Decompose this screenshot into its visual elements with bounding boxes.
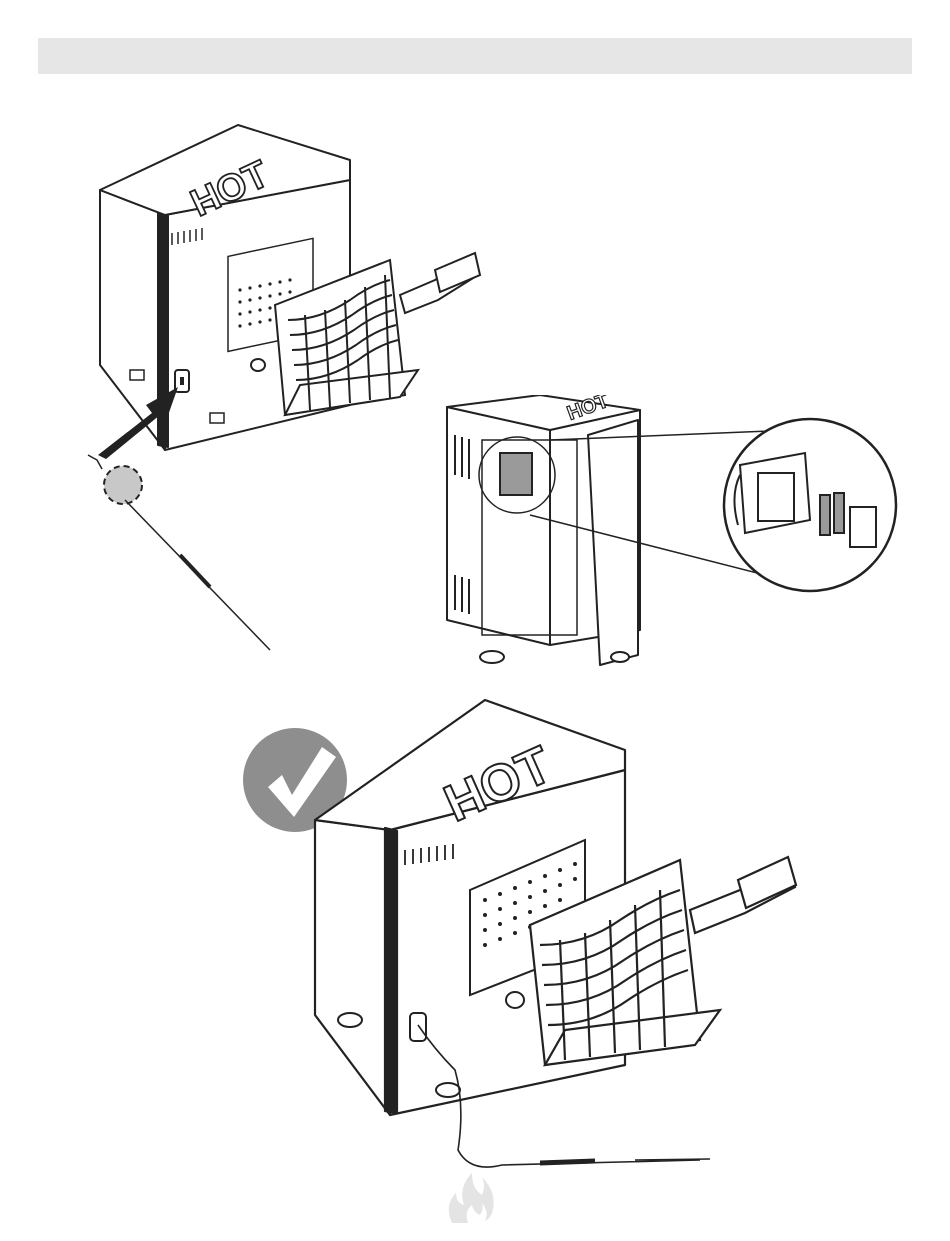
figure-probe-installed: HOT [240,695,800,1185]
figure-battery-compartment: HOT [440,395,910,675]
header-bar [38,38,912,74]
figure-probe-insertion: HOT [70,115,490,660]
probe-port-highlight [104,466,142,504]
flame-logo-icon [442,1165,508,1225]
